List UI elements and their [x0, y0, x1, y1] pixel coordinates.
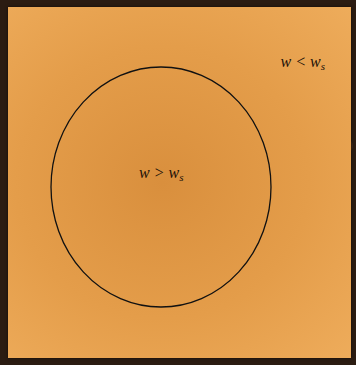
paper-sheet: w < ws w > ws — [8, 7, 351, 358]
circle-outline — [50, 66, 272, 308]
region-label: w < ws — [281, 52, 325, 71]
region-label: w > ws — [139, 163, 183, 182]
region-circle: w > ws — [50, 66, 272, 308]
